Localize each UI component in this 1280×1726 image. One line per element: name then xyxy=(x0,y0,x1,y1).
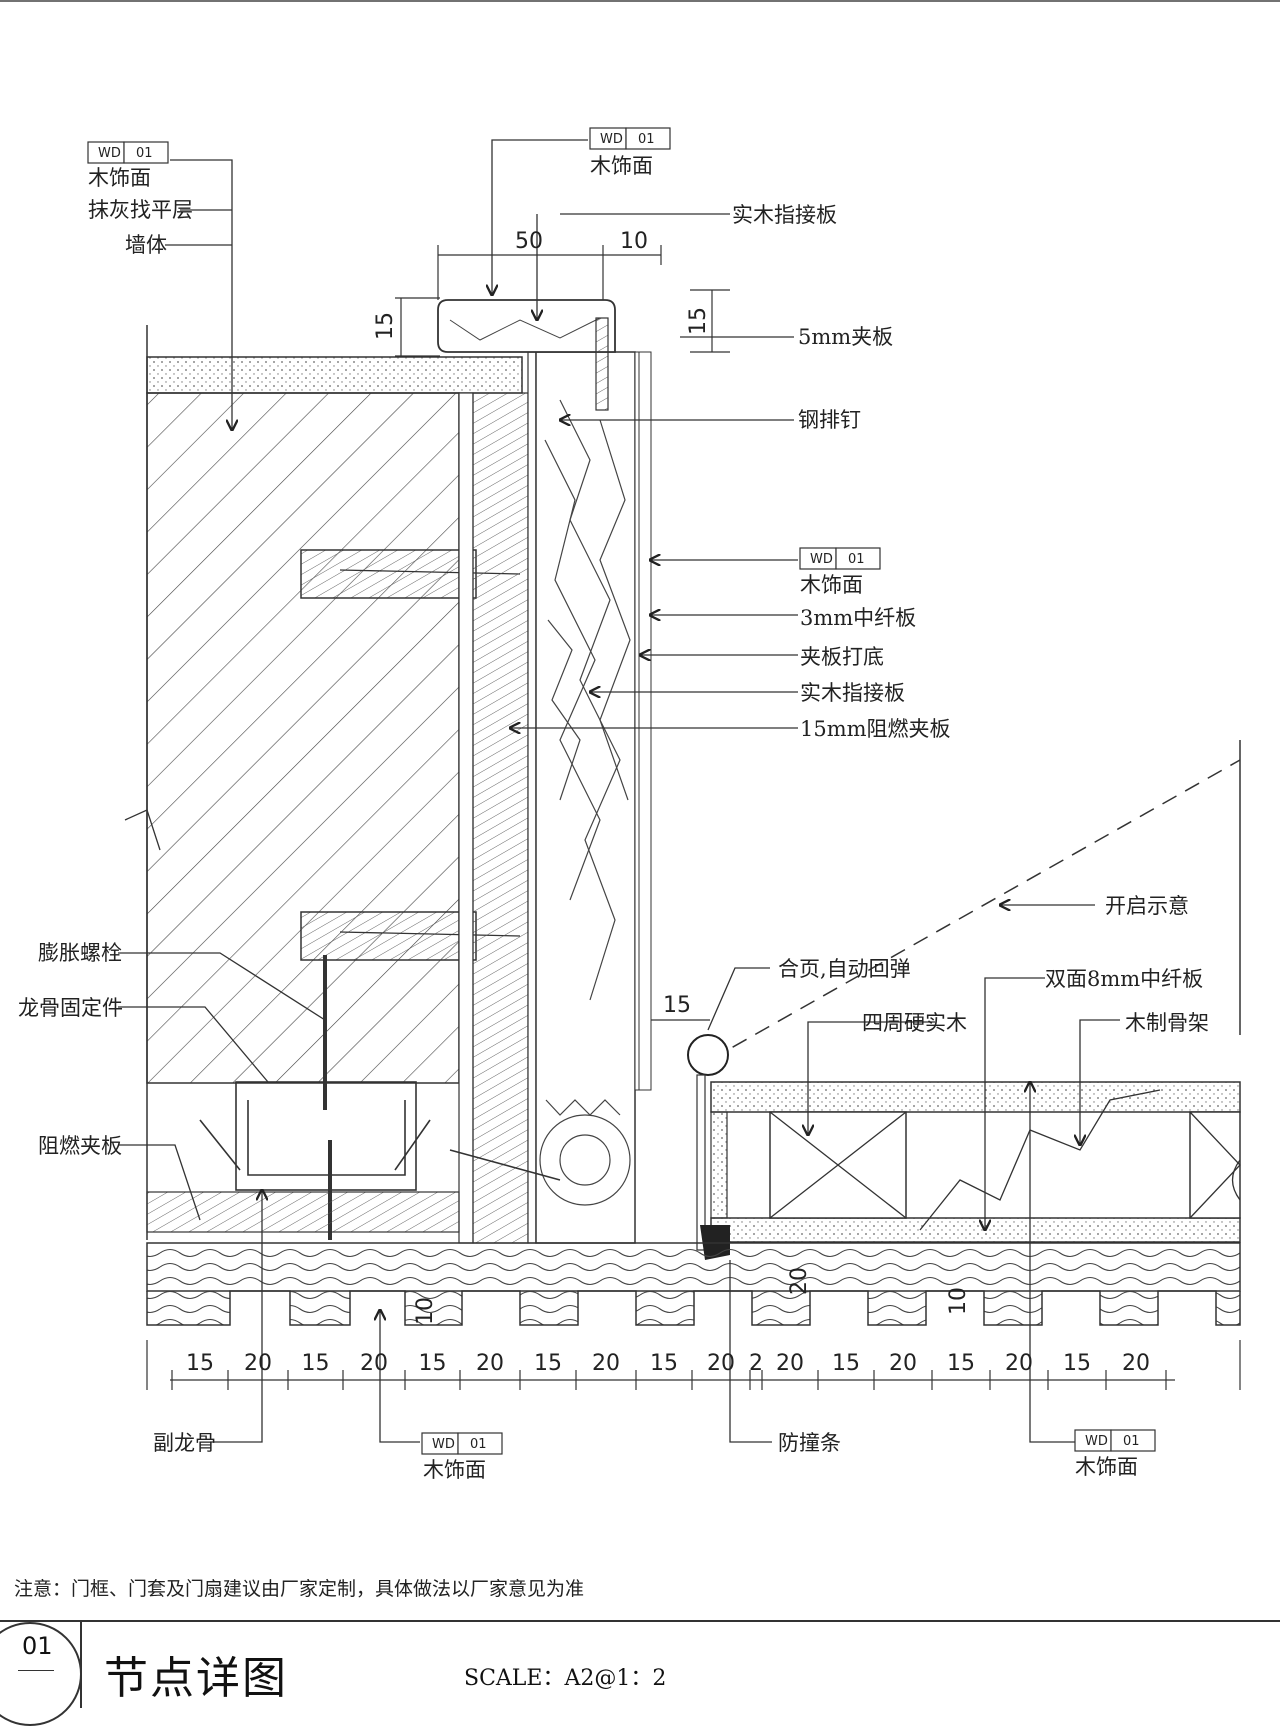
wd-tag-4: WD 01 xyxy=(421,1432,503,1455)
dim-10-floor-right: 10 xyxy=(946,1287,971,1315)
wood-block-upper xyxy=(300,549,477,599)
bottom-dim-value: 15 xyxy=(947,1351,975,1376)
label-wall: 墙体 xyxy=(125,233,167,257)
title-block: 01 节点详图 SCALE：A2@1：2 xyxy=(0,1620,1280,1726)
wd-tag-1: WD 01 xyxy=(87,141,169,164)
wd-tag-4-num: 01 xyxy=(470,1437,487,1452)
label-wood-finish-5: 木饰面 xyxy=(1075,1455,1138,1479)
wd-tag-2-num: 01 xyxy=(638,132,655,147)
bottom-dim-value: 15 xyxy=(186,1351,214,1376)
bottom-dim-value: 20 xyxy=(592,1351,620,1376)
label-expansion-bolt: 膨胀螺栓 xyxy=(38,941,122,965)
label-plywood-5mm: 5mm夹板 xyxy=(798,325,893,349)
drawing-note: 注意：门框、门套及门扇建议由厂家定制，具体做法以厂家意见为准 xyxy=(14,1578,585,1600)
bottom-dimension-chain: 15 20 15 20 15 20 15 20 15 20 2 20 15 20 15 20 15 20 xyxy=(171,1351,1167,1390)
leader-lines xyxy=(118,139,1120,1443)
bottom-dim-value: 20 xyxy=(476,1351,504,1376)
label-wood-frame: 木制骨架 xyxy=(1125,1011,1209,1035)
bottom-dim-value: 20 xyxy=(360,1351,388,1376)
label-wood-finish-3: 木饰面 xyxy=(800,573,863,597)
bottom-dim-value: 15 xyxy=(302,1351,330,1376)
wd-tag-2: WD 01 xyxy=(589,127,671,150)
finger-board-grain xyxy=(539,399,631,1206)
label-finger-board: 实木指接板 xyxy=(800,681,905,705)
wd-tag-4-code: WD xyxy=(432,1437,455,1452)
drawing-number: 01 xyxy=(22,1632,53,1660)
dimension-lines xyxy=(146,245,1241,1390)
bottom-dim-value: 20 xyxy=(776,1351,804,1376)
door-leaf xyxy=(710,740,1241,1243)
label-hardwood-edge: 四周硬实木 xyxy=(862,1011,967,1035)
opening-swing-line xyxy=(709,759,1241,1061)
fr-plywood-board xyxy=(146,1191,460,1233)
drawing-number-underline xyxy=(18,1670,54,1671)
label-wood-finish-1: 木饰面 xyxy=(88,166,151,190)
label-keel-fixing: 龙骨固定件 xyxy=(18,996,123,1020)
dim-20-floor: 20 xyxy=(787,1267,812,1295)
door-frame-cap xyxy=(437,299,616,411)
label-hinge: 合页,自动回弹 xyxy=(778,957,911,981)
dim-15-gap: 15 xyxy=(663,993,691,1018)
bottom-dim-value: 20 xyxy=(707,1351,735,1376)
wd-tag-3-code: WD xyxy=(810,552,833,567)
wd-tag-1-code: WD xyxy=(98,146,121,161)
wd-tag-1-num: 01 xyxy=(136,146,153,161)
wd-tag-5-code: WD xyxy=(1085,1434,1108,1449)
label-opening: 开启示意 xyxy=(1105,894,1189,918)
floor-finish xyxy=(146,1242,1241,1326)
label-fr-plywood: 阻燃夹板 xyxy=(38,1134,122,1158)
title-block-divider xyxy=(80,1622,82,1708)
label-mdf-3mm: 3mm中纤板 xyxy=(800,606,916,630)
label-wood-finish-4: 木饰面 xyxy=(423,1458,486,1482)
label-wood-finish-2: 木饰面 xyxy=(590,154,653,178)
drawing-title: 节点详图 xyxy=(104,1653,288,1704)
wd-tag-2-code: WD xyxy=(600,132,623,147)
bottom-dim-value: 20 xyxy=(1122,1351,1150,1376)
dim-10-floor-left: 10 xyxy=(413,1297,438,1325)
hinge-symbol xyxy=(687,1034,729,1076)
bottom-dim-value: 15 xyxy=(1063,1351,1091,1376)
drawing-scale: SCALE：A2@1：2 xyxy=(464,1666,667,1691)
dim-15-right: 15 xyxy=(686,307,711,335)
bottom-dim-value: 15 xyxy=(832,1351,860,1376)
bottom-dim-value: 20 xyxy=(1005,1351,1033,1376)
label-plaster-level: 抹灰找平层 xyxy=(88,198,193,222)
bottom-dim-value: 20 xyxy=(244,1351,272,1376)
bottom-dim-value: 15 xyxy=(650,1351,678,1376)
bottom-dim-value: 2 xyxy=(749,1351,763,1376)
label-steel-nail: 钢排钉 xyxy=(798,408,861,432)
dim-50: 50 xyxy=(515,229,543,254)
wd-tag-5: WD 01 xyxy=(1074,1429,1156,1452)
label-plywood-base: 夹板打底 xyxy=(800,645,884,669)
wd-tag-5-num: 01 xyxy=(1123,1434,1140,1449)
wood-block-lower xyxy=(300,911,477,961)
label-finger-board-top: 实木指接板 xyxy=(732,203,837,227)
dim-15-cap: 15 xyxy=(373,312,398,340)
label-fr-plywood-15mm: 15mm阻燃夹板 xyxy=(800,717,951,741)
dim-10: 10 xyxy=(620,229,648,254)
bottom-dim-value: 15 xyxy=(419,1351,447,1376)
bottom-dim-value: 20 xyxy=(889,1351,917,1376)
label-bumper-strip: 防撞条 xyxy=(778,1431,841,1455)
wd-tag-3-num: 01 xyxy=(848,552,865,567)
label-mdf-8mm-double: 双面8mm中纤板 xyxy=(1045,967,1203,991)
frame-layers xyxy=(458,351,652,1244)
wall-section xyxy=(124,325,523,1240)
label-sub-keel: 副龙骨 xyxy=(153,1431,216,1455)
wd-tag-3: WD 01 xyxy=(799,547,881,570)
bottom-dim-value: 15 xyxy=(534,1351,562,1376)
